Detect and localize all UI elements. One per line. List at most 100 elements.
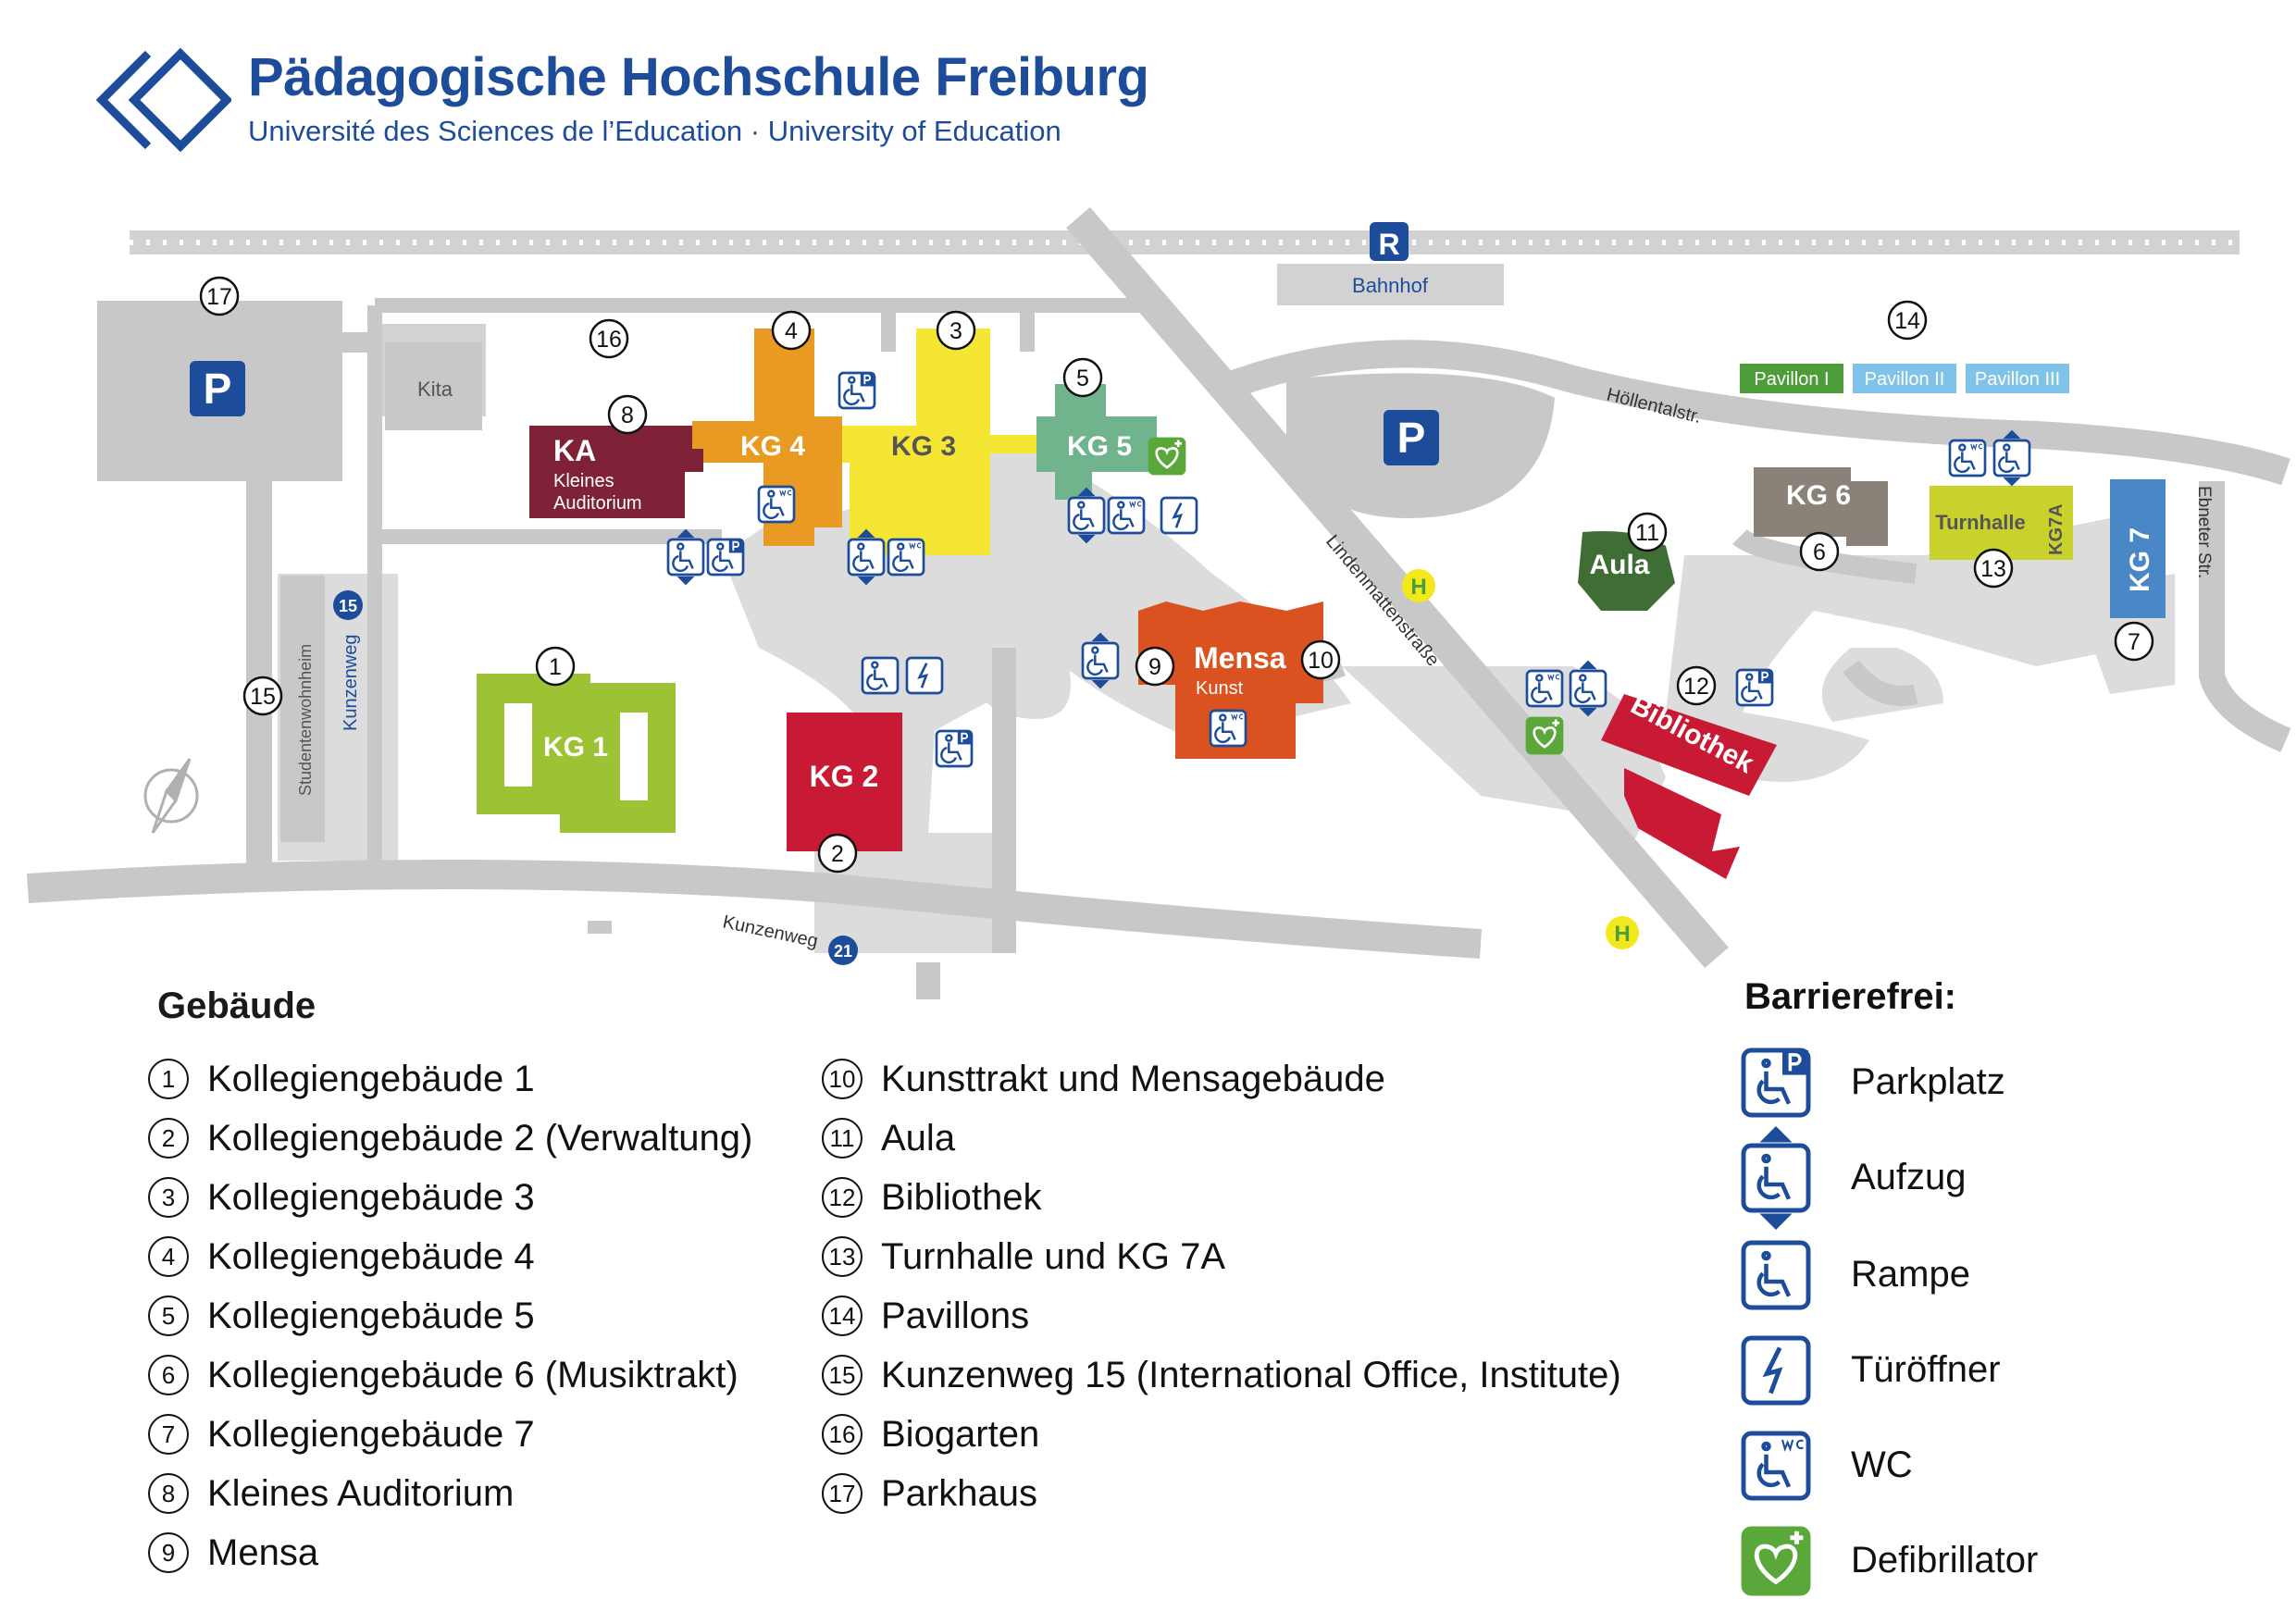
legend-item-6: 6 Kollegiengebäude 6 (Musiktrakt) [148, 1347, 738, 1403]
legend-label: Kollegiengebäude 2 (Verwaltung) [207, 1117, 753, 1159]
wheelchair-parking-icon [1741, 1048, 1811, 1118]
map-door-icon [905, 656, 944, 695]
map-marker-6: 6 [1799, 531, 1840, 572]
building-aula-label: Aula [1589, 550, 1649, 580]
legend-label: Kollegiengebäude 6 (Musiktrakt) [207, 1354, 738, 1395]
legend-label: Aula [881, 1117, 956, 1159]
legend-number: 2 [148, 1118, 189, 1159]
building-kg2-label: KG 2 [810, 760, 879, 793]
compass-icon [143, 758, 199, 834]
building-kg7a-label: KG7A [2046, 503, 2066, 555]
legend-number: 1 [148, 1059, 189, 1099]
legend-item-5: 5 Kollegiengebäude 5 [148, 1288, 535, 1344]
map-wc-icon [757, 485, 796, 524]
building-kg3-label: KG 3 [891, 431, 956, 462]
map-lift-icon [1067, 487, 1106, 544]
door-opener-icon-glyph [1741, 1335, 1811, 1406]
building-ka-label: KA [553, 434, 596, 467]
map-wc-icon [1107, 496, 1146, 535]
map-marker-5: 5 [1062, 357, 1103, 398]
ramp-icon-glyph [1741, 1240, 1811, 1310]
legend-number: 5 [148, 1295, 189, 1336]
building-kg6-ext [1846, 481, 1888, 546]
university-logo [95, 47, 231, 153]
elevator-icon [1741, 1126, 1811, 1230]
legend-number: 4 [148, 1236, 189, 1277]
pavillon-3-label: Pavillon III [1975, 369, 2060, 390]
map-marker-2: 2 [817, 833, 858, 874]
svg-text:14: 14 [1894, 308, 1920, 334]
legend-item-11: 11 Aula [822, 1110, 955, 1166]
legend-label: Kollegiengebäude 5 [207, 1295, 535, 1336]
map-lift-icon [1569, 660, 1607, 717]
legend-number: 14 [822, 1295, 863, 1336]
building-kg6 [1754, 467, 1851, 537]
building-kg4-label: KG 4 [740, 431, 805, 462]
street-kunzenweg-vertical: Kunzenweg [341, 634, 361, 731]
building-kg5 [1036, 384, 1157, 500]
svg-text:8: 8 [621, 403, 634, 428]
map-wc-icon [1525, 669, 1564, 708]
map-park-icon [838, 371, 876, 410]
pavillon-2 [1853, 364, 1956, 393]
accessibility-legend-title: Barrierefrei: [1744, 976, 1957, 1017]
legend-number: 16 [822, 1414, 863, 1455]
accessibility-label-defi: Defibrillator [1851, 1540, 2039, 1581]
legend-number: 8 [148, 1473, 189, 1514]
station-building [1277, 264, 1504, 305]
legend-label: Biogarten [881, 1413, 1040, 1455]
accessibility-label-door: Türöffner [1851, 1349, 2001, 1390]
building-kita [385, 342, 482, 430]
building-mensa-sub: Kunst [1196, 678, 1244, 699]
legend-number: 15 [822, 1355, 863, 1395]
svg-text:4: 4 [785, 318, 798, 344]
map-wc-icon [887, 538, 925, 576]
map-marker-13: 13 [1973, 548, 2014, 589]
defibrillator-icon [1741, 1526, 1811, 1596]
svg-text:6: 6 [1813, 539, 1826, 565]
map-lift-icon [666, 528, 705, 586]
building-kg7-label: KG 7 [2125, 527, 2155, 592]
legend-item-10: 10 Kunsttrakt und Mensagebäude [822, 1051, 1385, 1107]
legend-number: 9 [148, 1532, 189, 1573]
building-turnhalle-label: Turnhalle [1935, 511, 2025, 534]
road-hoellentalstrasse [1216, 340, 2290, 486]
building-kg7a [2031, 486, 2073, 560]
legend-label: Kunsttrakt und Mensagebäude [881, 1058, 1385, 1099]
map-marker-15: 15 [242, 676, 283, 716]
legend-number: 6 [148, 1355, 189, 1395]
building-ka-sub2: Auditorium [553, 493, 642, 514]
street-studentenwohnheim: Studentenwohnheim [296, 644, 315, 796]
pavillon-3 [1966, 364, 2069, 393]
legend-number: 10 [822, 1059, 863, 1099]
legend-number: 11 [822, 1118, 863, 1159]
map-defi-icon [1148, 437, 1186, 476]
svg-text:11: 11 [1635, 520, 1659, 546]
building-mensa [1138, 601, 1323, 759]
road-kunzenweg [26, 860, 1483, 959]
ramp-icon [1741, 1240, 1811, 1310]
map-marker-16: 16 [589, 318, 629, 359]
parking-sign [190, 361, 1439, 465]
map-marker-12: 12 [1676, 665, 1717, 706]
accessibility-label-ramp: Rampe [1851, 1254, 1970, 1295]
bus-stop-icon [1402, 569, 1435, 602]
pavillon-1 [1740, 364, 1843, 393]
legend-item-8: 8 Kleines Auditorium [148, 1466, 514, 1521]
svg-text:3: 3 [949, 318, 962, 344]
building-kg1-label: KG 1 [543, 732, 608, 762]
train-station-sign [1370, 222, 1409, 261]
map-park-icon [706, 538, 745, 576]
svg-text:1: 1 [549, 654, 562, 680]
elevator-icon-glyph [1741, 1126, 1811, 1230]
building-kg3 [833, 329, 1036, 555]
map-lift-icon [847, 528, 886, 586]
map-lift-icon [1992, 429, 2031, 487]
map-marker-11: 11 [1627, 512, 1668, 552]
kita-label: Kita [417, 378, 453, 401]
legend-label: Kleines Auditorium [207, 1472, 515, 1514]
